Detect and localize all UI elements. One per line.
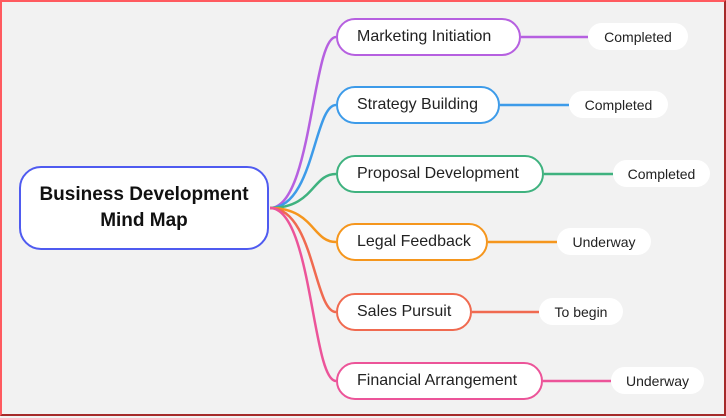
status-badge-proposal[interactable]: Completed <box>613 160 710 187</box>
status-badge-sales[interactable]: To begin <box>539 298 623 325</box>
root-title-line2: Mind Map <box>100 210 188 231</box>
branch-node-financial-arrangement[interactable]: Financial Arrangement <box>336 362 543 400</box>
status-badge-legal[interactable]: Underway <box>557 228 651 255</box>
root-node[interactable]: Business Development Mind Map <box>19 166 269 250</box>
status-badge-marketing[interactable]: Completed <box>588 23 688 50</box>
branch-label: Strategy Building <box>357 96 478 113</box>
status-badge-strategy[interactable]: Completed <box>569 91 668 118</box>
status-badge-financial[interactable]: Underway <box>611 367 704 394</box>
branch-label: Proposal Development <box>357 165 519 182</box>
branch-node-proposal-development[interactable]: Proposal Development <box>336 155 544 193</box>
branch-label: Marketing Initiation <box>357 28 492 45</box>
branch-node-sales-pursuit[interactable]: Sales Pursuit <box>336 293 472 331</box>
branch-label: Legal Feedback <box>357 233 471 250</box>
branch-node-legal-feedback[interactable]: Legal Feedback <box>336 223 488 261</box>
branch-node-marketing-initiation[interactable]: Marketing Initiation <box>336 18 521 56</box>
branch-label: Sales Pursuit <box>357 303 452 320</box>
branch-label: Financial Arrangement <box>357 372 518 389</box>
branch-node-strategy-building[interactable]: Strategy Building <box>336 86 500 124</box>
root-title-line1: Business Development <box>39 184 249 205</box>
